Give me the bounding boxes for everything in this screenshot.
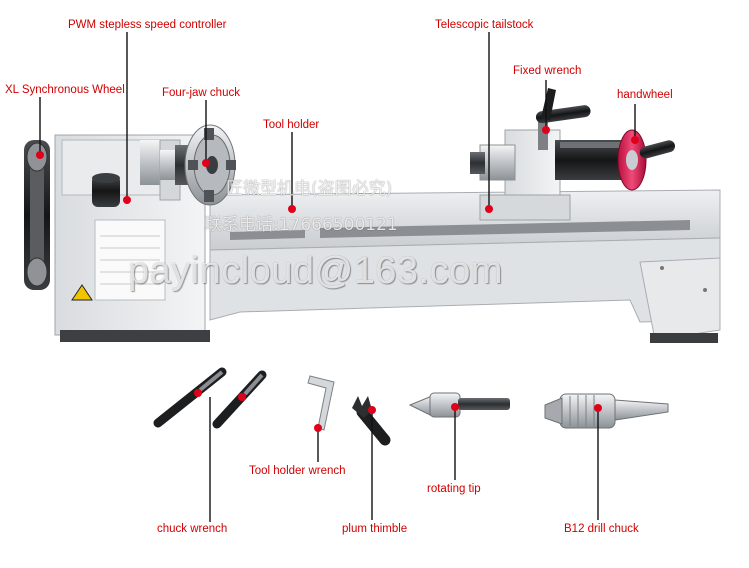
marker-four-jaw bbox=[202, 159, 210, 167]
marker-plum-thimble bbox=[368, 406, 376, 414]
leader-lines bbox=[39, 32, 636, 522]
marker-tool-holder bbox=[288, 205, 296, 213]
label-plum-thimble: plum thimble bbox=[342, 523, 408, 535]
label-xl-synchronous-wheel: XL Synchronous Wheel bbox=[5, 84, 125, 96]
rotating-tip bbox=[408, 392, 510, 418]
label-four-jaw-chuck: Four-jaw chuck bbox=[162, 87, 240, 99]
tool-holder-wrench bbox=[307, 375, 335, 431]
telescopic-tailstock bbox=[470, 129, 625, 221]
four-jaw-chuck-assembly bbox=[160, 124, 236, 206]
b12-drill-chuck bbox=[544, 393, 669, 429]
label-telescopic-tailstock: Telescopic tailstock bbox=[435, 19, 534, 31]
marker-chuck-wrench-1 bbox=[194, 389, 202, 397]
label-rotating-tip: rotating tip bbox=[427, 483, 481, 495]
watermark-cn-line2: 联系电话:17666500121 bbox=[205, 215, 398, 235]
marker-pwm bbox=[123, 196, 131, 204]
marker-chuck-wrench-2 bbox=[238, 393, 246, 401]
label-fixed-wrench: Fixed wrench bbox=[513, 65, 582, 77]
handwheel-assembly bbox=[617, 129, 675, 191]
label-chuck-wrench: chuck wrench bbox=[157, 523, 228, 535]
marker-tailstock bbox=[485, 205, 493, 213]
marker-xl-wheel bbox=[36, 151, 44, 159]
label-pwm-speed-controller: PWM stepless speed controller bbox=[68, 19, 227, 31]
watermark-email: payincloud@163.com bbox=[128, 250, 504, 292]
label-handwheel: handwheel bbox=[617, 89, 673, 101]
speed-knob bbox=[92, 173, 120, 207]
plum-thimble bbox=[352, 396, 391, 446]
fixed-wrench bbox=[535, 88, 591, 150]
label-b12-drill-chuck: B12 drill chuck bbox=[564, 523, 639, 535]
marker-fixed-wrench bbox=[542, 126, 550, 134]
lathe-bed bbox=[209, 189, 721, 343]
marker-handwheel bbox=[631, 136, 639, 144]
xl-synchronous-wheel bbox=[24, 140, 50, 290]
marker-rotating-tip bbox=[451, 403, 459, 411]
label-tool-holder: Tool holder bbox=[263, 119, 320, 131]
watermark-cn-line1: 匠微型机电(盗图必究) bbox=[226, 179, 393, 199]
label-tool-holder-wrench: Tool holder wrench bbox=[249, 465, 346, 477]
marker-tool-holder-wrench bbox=[314, 424, 322, 432]
markers bbox=[36, 126, 639, 432]
marker-drill-chuck bbox=[594, 404, 602, 412]
